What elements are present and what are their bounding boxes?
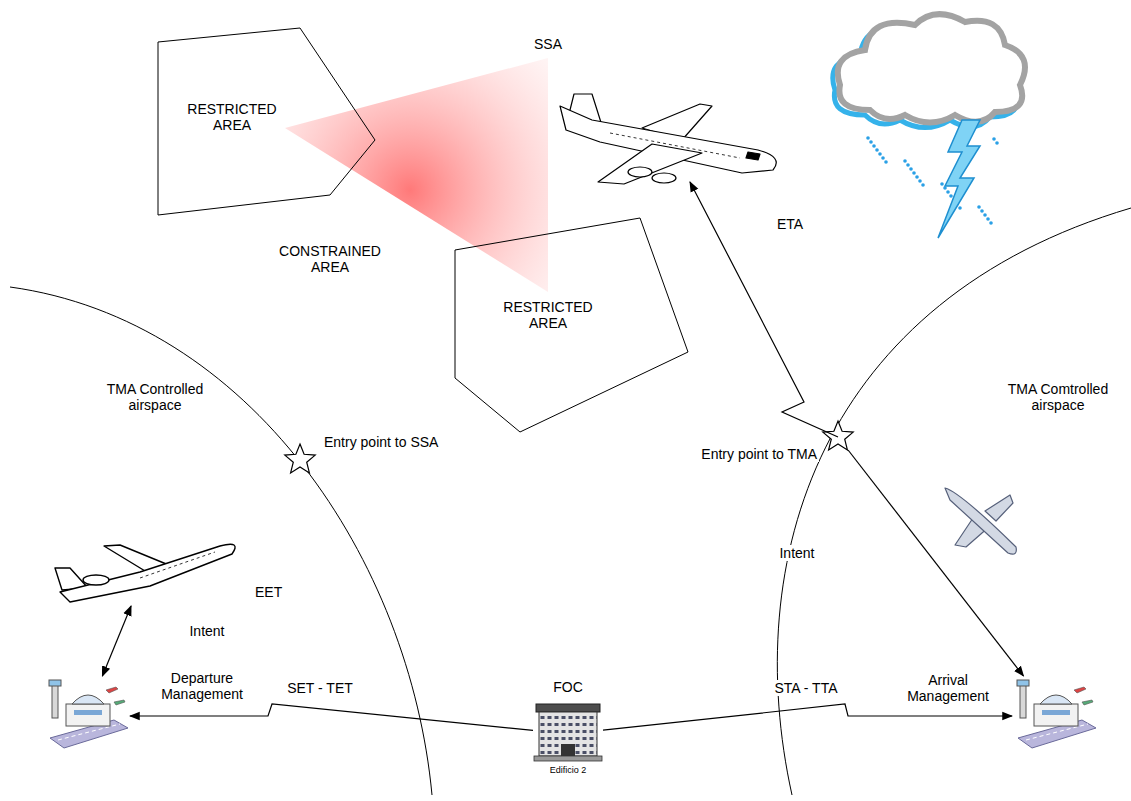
rain-drop bbox=[995, 141, 999, 145]
restricted-area: RESTRICTED AREA bbox=[158, 28, 378, 216]
connector-label: Intent bbox=[770, 545, 824, 561]
lightning bbox=[938, 120, 980, 238]
node-label: EET bbox=[255, 584, 295, 600]
restricted-area: RESTRICTED AREA bbox=[453, 216, 690, 434]
rain-drop bbox=[992, 137, 996, 141]
rain bbox=[866, 136, 999, 225]
time-label: ETA bbox=[770, 216, 810, 232]
area-outline bbox=[453, 216, 690, 434]
tma-boundary bbox=[777, 208, 1131, 795]
foc-building bbox=[534, 704, 602, 761]
connector bbox=[848, 450, 1023, 676]
business-jet bbox=[55, 544, 235, 602]
rain-drop bbox=[875, 148, 879, 152]
rain-drop bbox=[872, 144, 876, 148]
airspace-name: TMA Controlled airspace bbox=[85, 381, 225, 413]
rain-drop bbox=[949, 194, 953, 198]
entry-star bbox=[823, 421, 853, 450]
node-label: Departure Management bbox=[150, 670, 254, 702]
connector bbox=[102, 606, 131, 676]
node-label: Arrival Management bbox=[898, 672, 998, 704]
node-caption: Edificio 2 bbox=[533, 765, 603, 776]
node-label: FOC bbox=[546, 679, 590, 695]
node-label: RESTRICTED AREA bbox=[182, 101, 282, 133]
rain-drop bbox=[909, 167, 913, 171]
node-label: RESTRICTED AREA bbox=[498, 299, 598, 331]
rain-drop bbox=[946, 190, 950, 194]
rain-drop bbox=[903, 159, 907, 163]
node-label: Entry point to TMA bbox=[675, 446, 819, 462]
node-label: Entry point to SSA bbox=[322, 434, 476, 450]
rain-drop bbox=[915, 175, 919, 179]
connector bbox=[603, 704, 1012, 730]
arrival-management: Arrival Management bbox=[1012, 676, 1097, 756]
arriving-aircraft bbox=[945, 488, 1016, 554]
connector-label: SET - TET bbox=[278, 680, 362, 696]
rain-drop bbox=[869, 140, 873, 144]
entry-point: Entry point to TMA bbox=[825, 424, 851, 450]
foc-building: FOCEdificio 2 bbox=[533, 703, 603, 765]
aircraft: EET bbox=[50, 538, 240, 606]
connector bbox=[130, 704, 533, 730]
airliner bbox=[560, 94, 776, 184]
trajectory-line bbox=[690, 182, 838, 437]
rain-drop bbox=[986, 217, 990, 221]
rain-drop bbox=[884, 160, 888, 164]
tma-boundary bbox=[10, 287, 432, 795]
rain-drop bbox=[866, 136, 870, 140]
rain-drop bbox=[958, 206, 962, 210]
connector-label: Intent bbox=[180, 623, 234, 639]
area-name: CONSTRAINED AREA bbox=[270, 243, 390, 275]
entry-point: Entry point to SSA bbox=[287, 447, 313, 473]
rain-drop bbox=[940, 182, 944, 186]
area-outline bbox=[455, 218, 688, 432]
rain-drop bbox=[980, 209, 984, 213]
storm-cloud bbox=[833, 14, 1025, 238]
area-outline bbox=[158, 28, 375, 215]
rain-drop bbox=[977, 205, 981, 209]
departure-airport bbox=[49, 680, 128, 748]
arrival-airport bbox=[1017, 680, 1096, 748]
departure-management: Departure Management bbox=[42, 676, 130, 756]
rain-drop bbox=[906, 163, 910, 167]
rain-drop bbox=[878, 152, 882, 156]
area-outline bbox=[158, 28, 378, 216]
area-name: SSA bbox=[528, 36, 568, 52]
rain-drop bbox=[989, 221, 993, 225]
rain-drop bbox=[918, 179, 922, 183]
rain-drop bbox=[912, 171, 916, 175]
airspace-name: TMA Comtrolled airspace bbox=[990, 381, 1126, 413]
rain-drop bbox=[921, 183, 925, 187]
rain-drop bbox=[983, 213, 987, 217]
connector-label: STA - TTA bbox=[764, 680, 848, 696]
entry-star bbox=[285, 444, 315, 473]
rain-drop bbox=[881, 156, 885, 160]
